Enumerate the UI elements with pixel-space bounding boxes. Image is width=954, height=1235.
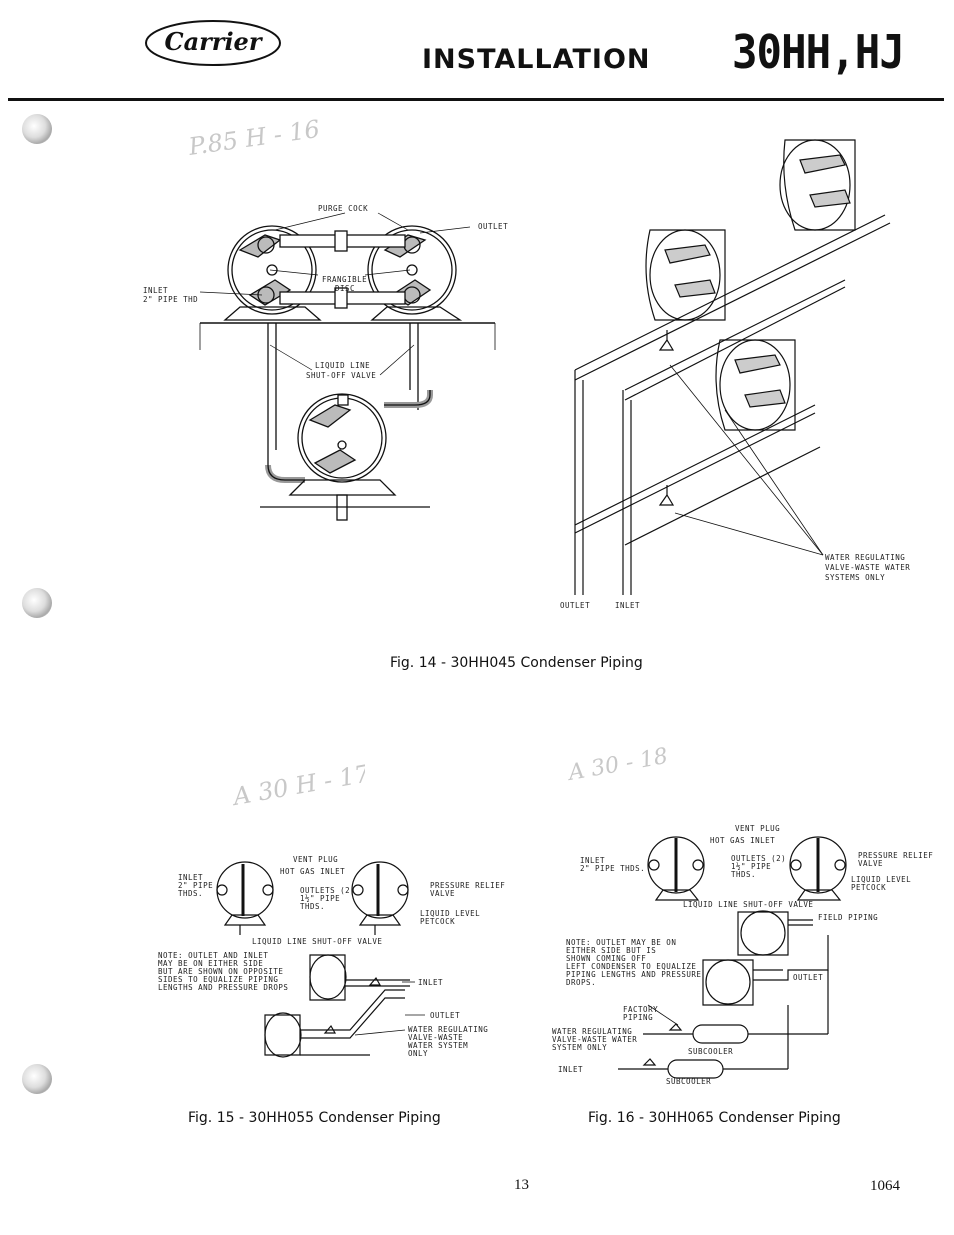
- label-pipe-size: 1½" PIPE: [731, 862, 771, 871]
- label-valve: VALVE: [430, 889, 455, 898]
- label-thds: THDS.: [178, 889, 203, 898]
- pencil-annotation-top: P.85 H - 16: [186, 115, 322, 161]
- label-frangible: FRANGIBLE: [322, 275, 367, 284]
- note-line-5: PIPING LENGTHS AND PRESSURE: [566, 970, 701, 979]
- label-outlets-thds: THDS.: [731, 870, 756, 879]
- label-outlets: OUTLETS (2): [731, 854, 786, 863]
- binder-hole-bottom: [22, 1064, 52, 1094]
- brand-text: Carrier: [165, 27, 264, 56]
- label-hot-gas-inlet: HOT GAS INLET: [280, 867, 345, 876]
- fig14-isometric-view: WATER REGULATING VALVE-WASTE WATER SYSTE…: [555, 135, 930, 615]
- right-condenser-shell: [367, 225, 457, 315]
- header-rule: [8, 98, 944, 101]
- model-title: 30HH,HJ: [732, 25, 905, 79]
- note-line-4: LEFT CONDENSER TO EQUALIZE: [566, 962, 696, 971]
- label-subcooler-upper: SUBCOOLER: [688, 1047, 733, 1056]
- fig15-caption: Fig. 15 - 30HH055 Condenser Piping: [188, 1110, 441, 1126]
- label-outlet-bottom: OUTLET: [560, 601, 590, 610]
- label-inlet-right: INLET: [418, 978, 443, 987]
- fig14-caption: Fig. 14 - 30HH045 Condenser Piping: [390, 655, 643, 671]
- note-line-1: NOTE: OUTLET MAY BE ON: [566, 938, 676, 947]
- note-line-3: SHOWN COMING OFF: [566, 954, 646, 963]
- note-line-5: LENGTHS AND PRESSURE DROPS: [158, 983, 288, 992]
- fig16-caption: Fig. 16 - 30HH065 Condenser Piping: [588, 1110, 841, 1126]
- label-valve-waste-water: VALVE-WASTE WATER: [552, 1035, 637, 1044]
- section-title: INSTALLATION: [422, 44, 651, 75]
- subcooler-lower: [667, 1059, 724, 1079]
- label-systems-only: SYSTEMS ONLY: [825, 573, 885, 582]
- label-inlet-thd: 2" PIPE THD: [143, 295, 198, 304]
- left-condenser-shell: [227, 225, 317, 315]
- note-line-2: MAY BE ON EITHER SIDE: [158, 959, 263, 968]
- left-sight-glass: [266, 264, 278, 276]
- svg-text:A 30 - 18: A 30 - 18: [565, 744, 670, 786]
- label-outlets-thds: THDS.: [300, 902, 325, 911]
- label-system-only: SYSTEM ONLY: [552, 1043, 607, 1052]
- label-inlet-thds: 2" PIPE THDS.: [580, 864, 645, 873]
- label-valve: VALVE: [858, 859, 883, 868]
- label-valve-waste: VALVE-WASTE: [408, 1033, 463, 1042]
- note-line-1: NOTE: OUTLET AND INLET: [158, 951, 268, 960]
- label-pressure-relief: PRESSURE RELIEF: [858, 851, 933, 860]
- label-water-regulating: WATER REGULATING: [552, 1027, 632, 1036]
- label-hot-gas-inlet: HOT GAS INLET: [710, 836, 775, 845]
- lower-condenser-shell: [297, 393, 387, 483]
- pencil-annotation-fig15: A 30 H - 17: [229, 760, 365, 811]
- label-valve-waste-water: VALVE-WASTE WATER: [825, 563, 910, 572]
- iso-supply-pipe: [574, 214, 886, 371]
- note-line-2: EITHER SIDE BUT IS: [566, 946, 656, 955]
- label-liquid-level: LIQUID LEVEL: [851, 875, 911, 884]
- label-disc: DISC: [335, 284, 355, 293]
- fig16-left-condenser: [647, 836, 705, 894]
- label-pressure-relief: PRESSURE RELIEF: [430, 881, 505, 890]
- label-inlet-bottom: INLET: [615, 601, 640, 610]
- pencil-annotation-fig16: A 30 - 18: [565, 744, 670, 786]
- label-piping: PIPING: [623, 1013, 653, 1022]
- fig15-right-condenser: [351, 861, 409, 919]
- document-number: 1064: [870, 1178, 900, 1194]
- fig15-diagram: VENT PLUG HOT GAS INLET INLET 2" PIPE TH…: [140, 850, 510, 1075]
- fig15-left-condenser: [216, 861, 274, 919]
- carrier-logo: Carrier: [143, 18, 283, 68]
- fig16-diagram: VENT PLUG HOT GAS INLET INLET 2" PIPE TH…: [548, 820, 938, 1085]
- subcooler-upper: [692, 1024, 749, 1044]
- label-inlet: INLET: [143, 286, 168, 295]
- label-inlet: INLET: [580, 856, 605, 865]
- label-vent-plug: VENT PLUG: [735, 824, 780, 833]
- svg-text:A 30 H - 17: A 30 H - 17: [229, 760, 365, 811]
- note-line-3: BUT ARE SHOWN ON OPPOSITE: [158, 967, 283, 976]
- label-petcock: PETCOCK: [420, 917, 455, 926]
- label-vent-plug: VENT PLUG: [293, 855, 338, 864]
- label-water-regulating: WATER REGULATING: [825, 553, 905, 562]
- fig14-front-view: PURGE COCK OUTLET INLET 2" PIPE THD FRAN…: [140, 195, 520, 525]
- note-line-4: SIDES TO EQUALIZE PIPING: [158, 975, 278, 984]
- label-only: ONLY: [408, 1049, 428, 1058]
- label-outlet: OUTLET: [430, 1011, 460, 1020]
- binder-hole-middle: [22, 588, 52, 618]
- svg-text:P.85 H - 16: P.85 H - 16: [186, 115, 322, 161]
- label-outlets: OUTLETS (2): [300, 886, 355, 895]
- label-factory: FACTORY: [623, 1005, 658, 1014]
- page-number: 13: [514, 1177, 529, 1193]
- label-shutoff-valve: LIQUID LINE SHUT-OFF VALVE: [683, 900, 813, 909]
- label-liquid-line: LIQUID LINE: [315, 361, 370, 370]
- binder-hole-top: [22, 114, 52, 144]
- label-outlet: OUTLET: [793, 973, 823, 982]
- label-petcock: PETCOCK: [851, 883, 886, 892]
- label-purge-cock: PURGE COCK: [318, 204, 368, 213]
- label-pipe-size: 1½" PIPE: [300, 894, 340, 903]
- label-inlet-bottom: INLET: [558, 1065, 583, 1074]
- label-shutoff-valve: SHUT-OFF VALVE: [306, 371, 376, 380]
- label-liquid-level: LIQUID LEVEL: [420, 909, 480, 918]
- label-water-regulating: WATER REGULATING: [408, 1025, 488, 1034]
- label-water-system: WATER SYSTEM: [408, 1041, 468, 1050]
- label-subcooler-lower: SUBCOOLER: [666, 1077, 711, 1085]
- note-line-6: DROPS.: [566, 978, 596, 987]
- label-field-piping: FIELD PIPING: [818, 913, 878, 922]
- fig16-right-condenser: [789, 836, 847, 894]
- label-inlet: INLET: [178, 873, 203, 882]
- label-outlet: OUTLET: [478, 222, 508, 231]
- label-pipe: 2" PIPE: [178, 881, 213, 890]
- label-shutoff-valve: LIQUID LINE SHUT-OFF VALVE: [252, 937, 382, 946]
